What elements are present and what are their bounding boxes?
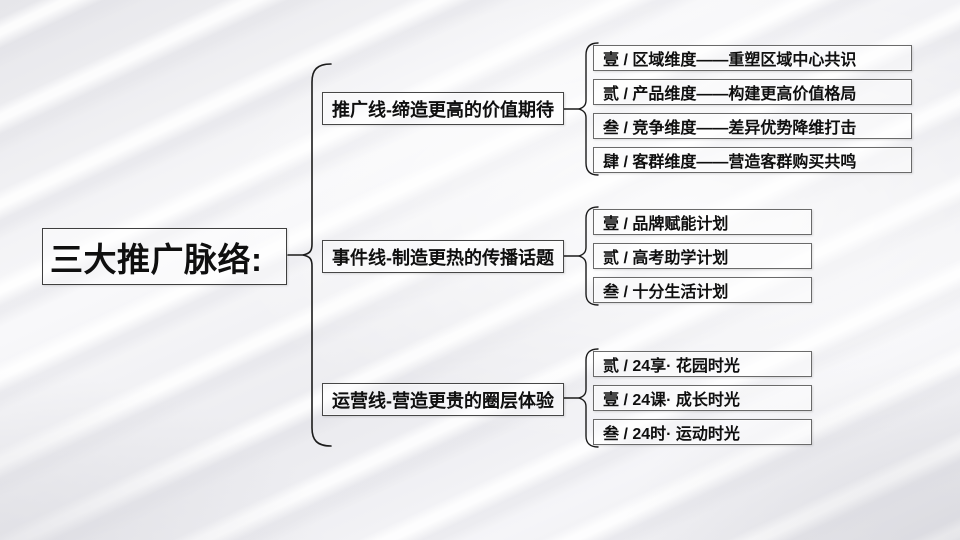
branch-label-text: 事件线-制造更热的传播话题 — [332, 247, 554, 268]
branch-label-promotion-line: 推广线-缔造更高的价值期待 — [322, 92, 564, 125]
leaf-node-growth-time: 壹 / 24课· 成长时光 — [593, 385, 812, 411]
branch-label-text: 推广线-缔造更高的价值期待 — [332, 99, 554, 120]
leaf-node-text: 叁 / 十分生活计划 — [603, 284, 729, 301]
leaf-node-gaokao-aid-plan: 贰 / 高考助学计划 — [593, 243, 812, 269]
branch-label-text: 运营线-营造更贵的圈层体验 — [332, 390, 554, 411]
leaf-node-text: 壹 / 区域维度——重塑区域中心共识 — [603, 52, 857, 69]
root-node: 三大推广脉络: — [42, 228, 287, 285]
leaf-node-text: 壹 / 品牌赋能计划 — [603, 216, 729, 233]
leaf-node-text: 贰 / 产品维度——构建更高价值格局 — [603, 86, 857, 103]
branch-label-event-line: 事件线-制造更热的传播话题 — [322, 240, 564, 273]
leaf-node-text: 壹 / 24课· 成长时光 — [603, 392, 740, 409]
leaf-node-text: 贰 / 24享· 花园时光 — [603, 358, 740, 375]
root-node-title: 三大推广脉络: — [50, 240, 263, 278]
leaf-node-text: 叁 / 竞争维度——差异优势降维打击 — [603, 120, 857, 137]
leaf-node-product-dimension: 贰 / 产品维度——构建更高价值格局 — [593, 79, 912, 105]
leaf-node-brand-empowerment-plan: 壹 / 品牌赋能计划 — [593, 209, 812, 235]
leaf-node-sport-time: 叁 / 24时· 运动时光 — [593, 419, 812, 445]
leaf-node-customer-dimension: 肆 / 客群维度——营造客群购买共鸣 — [593, 147, 912, 173]
leaf-node-text: 肆 / 客群维度——营造客群购买共鸣 — [603, 154, 857, 171]
leaf-node-life-plan: 叁 / 十分生活计划 — [593, 277, 812, 303]
leaf-node-region-dimension: 壹 / 区域维度——重塑区域中心共识 — [593, 45, 912, 71]
leaf-node-competition-dimension: 叁 / 竞争维度——差异优势降维打击 — [593, 113, 912, 139]
leaf-node-garden-time: 贰 / 24享· 花园时光 — [593, 351, 812, 377]
leaf-node-text: 叁 / 24时· 运动时光 — [603, 426, 740, 443]
leaf-node-text: 贰 / 高考助学计划 — [603, 250, 729, 267]
branch-label-operation-line: 运营线-营造更贵的圈层体验 — [322, 383, 564, 416]
